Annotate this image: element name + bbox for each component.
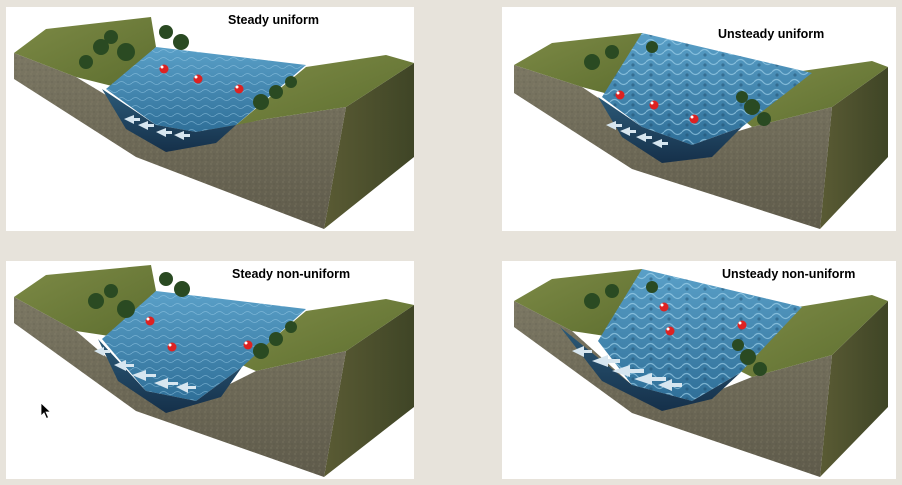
panel-unsteady-uniform: Unsteady uniform [502, 7, 896, 231]
channel-diagram-steady-uniform [14, 17, 414, 229]
panel-steady-non-uniform: Steady non-uniform [6, 261, 414, 479]
panel-title: Steady uniform [228, 13, 319, 27]
panel-unsteady-non-uniform: Unsteady non-uniform [502, 261, 896, 479]
panel-title: Unsteady uniform [718, 27, 825, 41]
channel-diagram-steady-non-uniform [14, 265, 414, 477]
channel-diagram-unsteady-non-uniform [514, 269, 888, 477]
mouse-pointer-icon [40, 402, 52, 420]
panel-steady-uniform: Steady uniform [6, 7, 414, 231]
channel-diagram-unsteady-uniform [514, 33, 888, 229]
panel-title: Unsteady non-uniform [722, 267, 856, 281]
panel-title: Steady non-uniform [232, 267, 351, 281]
